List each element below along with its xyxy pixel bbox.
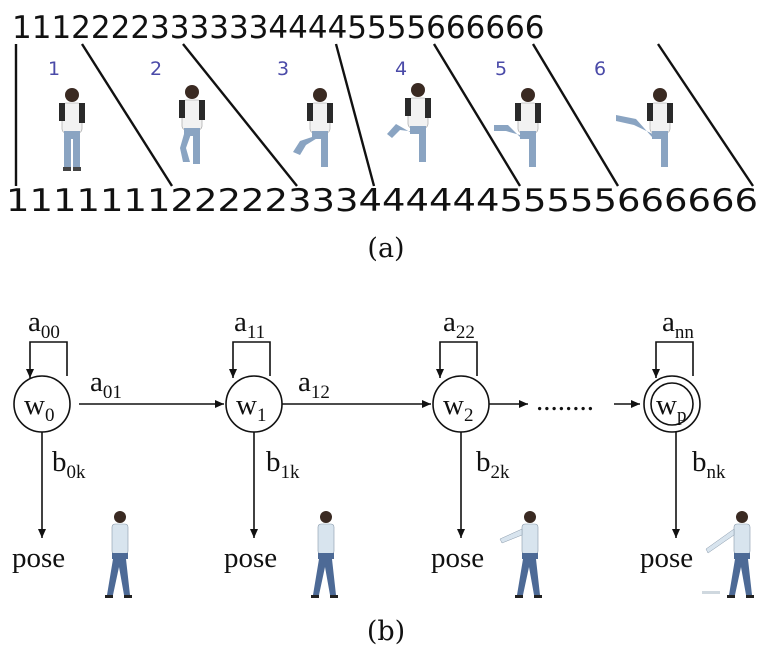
self-loop-w0 — [29, 341, 68, 376]
alignment-line-6 — [531, 43, 620, 187]
alignment-line-4 — [334, 43, 376, 187]
frame-label-1: 1 — [48, 58, 60, 80]
kick-frame-3-image — [293, 87, 334, 167]
frame-label-3: 3 — [277, 58, 289, 80]
pose-label-3: pose — [640, 542, 693, 574]
alignment-lines — [14, 43, 754, 187]
frame-label-6: 6 — [594, 58, 606, 80]
emission-label-b1k: b1k — [266, 446, 300, 483]
state-w0: a00 w0 b0k pose — [12, 306, 133, 599]
self-loop-w2 — [439, 341, 478, 376]
frame-label-2: 2 — [150, 58, 162, 80]
ellipsis: ........ — [536, 385, 594, 417]
kick-frame-4-image — [387, 82, 432, 162]
frame-label-5: 5 — [495, 58, 507, 80]
pose-image-0 — [104, 510, 133, 599]
state-w1: a11 w1 b1k pose — [224, 306, 339, 599]
kick-frame-6-image — [616, 87, 674, 167]
state-wp: ann wp bnk pose — [640, 306, 755, 599]
state-label-w0: w0 — [24, 389, 54, 426]
pose-image-2 — [499, 510, 543, 599]
pose-label-0: pose — [12, 542, 65, 574]
self-loop-w1 — [232, 341, 271, 376]
alignment-line-2 — [80, 43, 174, 187]
pose-label-1: pose — [224, 542, 277, 574]
emission-label-b2k: b2k — [476, 446, 510, 483]
state-node-wp-inner — [650, 382, 694, 426]
alignment-line-3 — [182, 43, 298, 187]
state-w2: a22 w2 b2k pose — [431, 306, 543, 599]
emission-label-bnk: bnk — [692, 446, 726, 483]
kick-frame-5-image — [494, 87, 542, 167]
self-loop-wp — [655, 341, 694, 376]
self-loop-label-a00: a00 — [28, 306, 60, 343]
state-label-wp: wp — [656, 389, 686, 426]
caption-a: (a) — [367, 233, 404, 264]
transition-label-a12: a12 — [298, 366, 330, 403]
frame-label-4: 4 — [395, 58, 407, 80]
pose-image-3 — [702, 510, 755, 599]
self-loop-label-ann: ann — [662, 306, 694, 343]
pose-label-2: pose — [431, 542, 484, 574]
alignment-line-5 — [432, 43, 522, 187]
state-label-w2: w2 — [443, 389, 473, 426]
alignment-line-7 — [657, 43, 754, 187]
part-b-panel: a01 a12 ........ a00 w0 b0k pose a11 w1 … — [12, 306, 755, 647]
emission-label-b0k: b0k — [52, 446, 86, 483]
state-label-w1: w1 — [236, 389, 266, 426]
caption-b: (b) — [367, 616, 405, 647]
kick-frame-2-image — [178, 84, 206, 164]
bottom-frame-sequence: 11111112222233344444455555666666 — [6, 183, 758, 219]
part-a-panel: 111222233333344445555666666 111111122222… — [6, 10, 758, 264]
self-loop-label-a22: a22 — [443, 306, 475, 343]
transition-label-a01: a01 — [90, 366, 122, 403]
pose-image-1 — [310, 510, 339, 599]
state-node-wp — [643, 375, 701, 433]
kick-frame-1-image — [58, 87, 86, 171]
self-loop-label-a11: a11 — [234, 306, 265, 343]
top-frame-sequence: 111222233333344445555666666 — [12, 10, 545, 46]
